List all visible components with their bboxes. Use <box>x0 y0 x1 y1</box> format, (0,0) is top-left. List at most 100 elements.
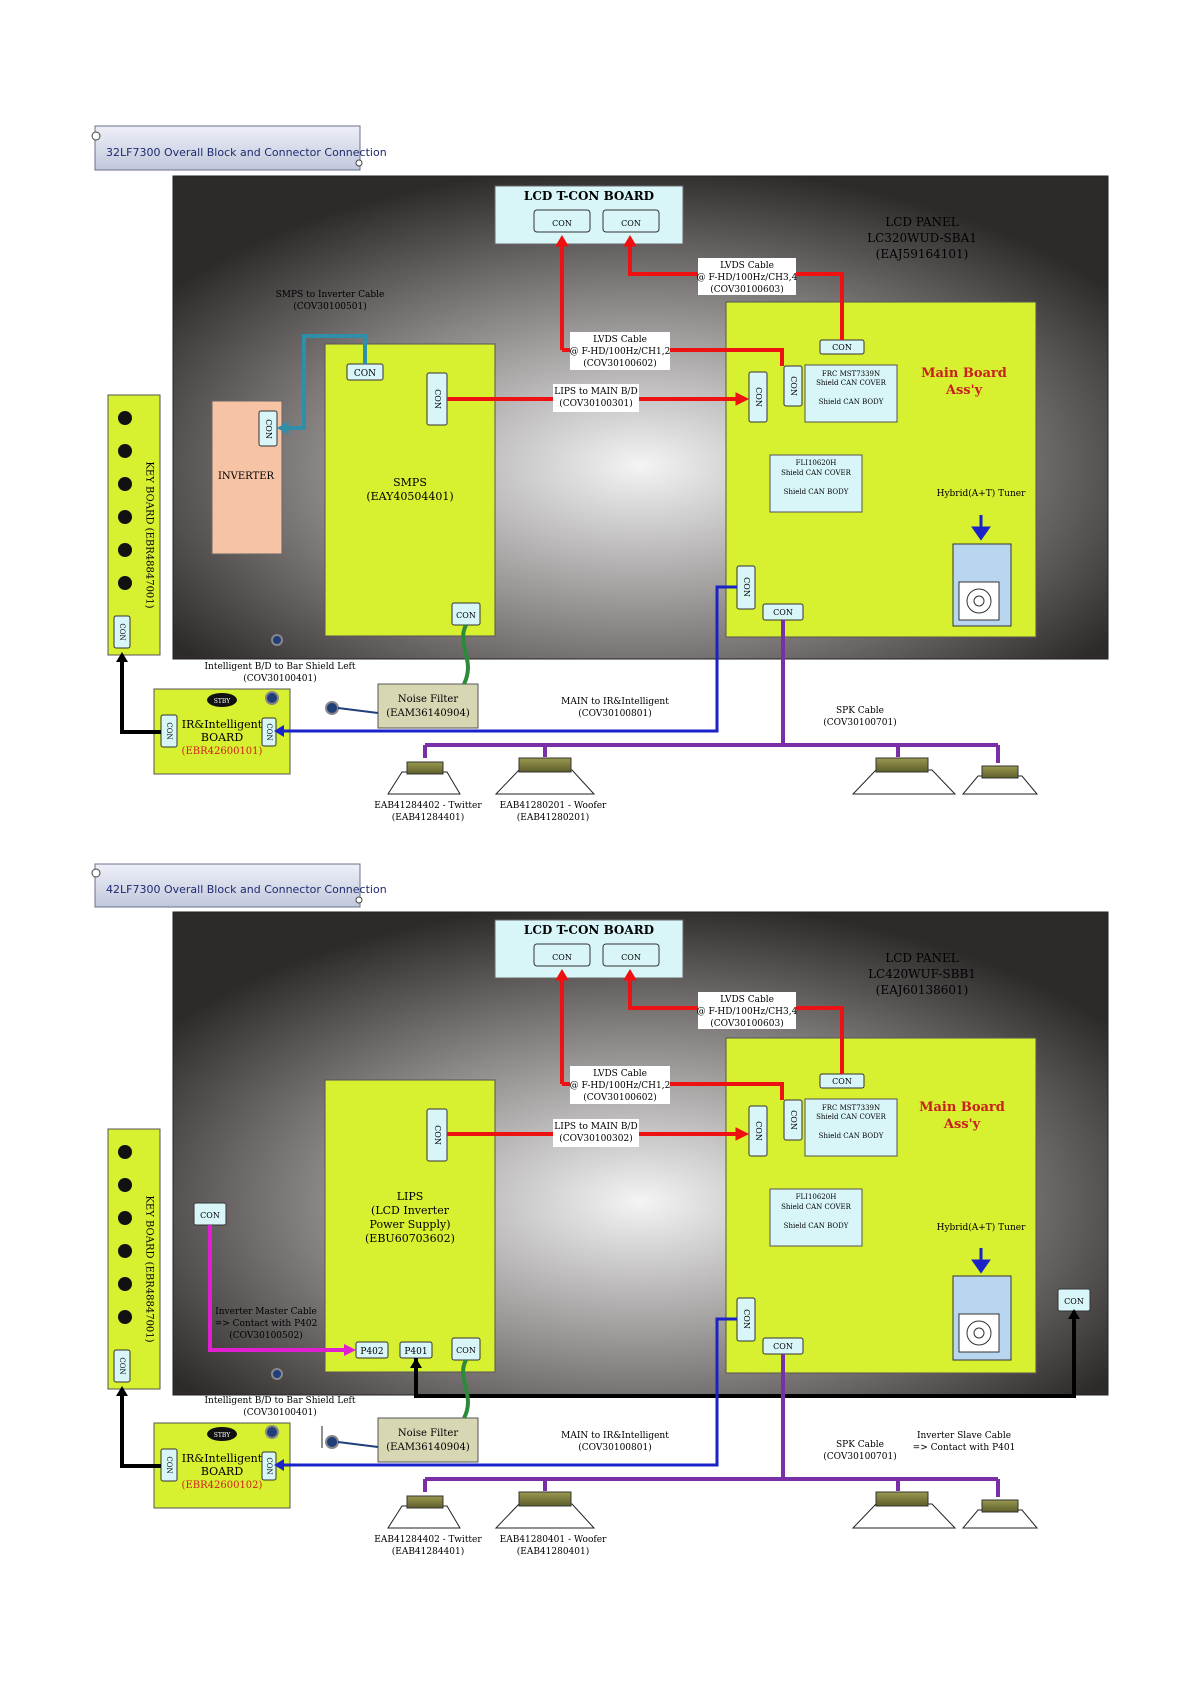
lips-board-label: LIPS (LCD Inverter Power Supply) (EBU607… <box>365 1190 455 1245</box>
panel-label: LCD PANEL LC320WUD-SBA1 (EAJ59164101) <box>867 215 977 261</box>
lvds2-label: LVDS Cable <box>720 995 774 1005</box>
svg-text:@ F-HD/100Hz/CH1,2: @ F-HD/100Hz/CH1,2 <box>570 347 671 357</box>
main-con-lvds: CON <box>754 387 763 407</box>
svg-text:(COV30100301): (COV30100301) <box>559 398 632 409</box>
key-board: KEY BOARD (EBR48847001) CON <box>107 1128 161 1390</box>
power-board-label: SMPS (EAY40504401) <box>366 476 453 503</box>
svg-text:Shield CAN COVER: Shield CAN COVER <box>816 379 887 387</box>
svg-text:Ass'y: Ass'y <box>943 1117 981 1132</box>
svg-text:(COV30100603): (COV30100603) <box>710 1018 783 1029</box>
svg-text:BOARD: BOARD <box>201 1465 244 1478</box>
key-board-con: CON <box>118 1357 126 1374</box>
svg-text:(EBU60703602): (EBU60703602) <box>365 1232 455 1245</box>
svg-text:(EBR42600101): (EBR42600101) <box>182 746 263 757</box>
tuner <box>952 1248 1012 1361</box>
svg-text:(LCD Inverter: (LCD Inverter <box>371 1204 450 1217</box>
tcon-board: LCD T-CON BOARD CON CON <box>494 185 684 245</box>
stby-button[interactable]: STBY <box>214 1432 231 1439</box>
main-con-spk: CON <box>773 1342 793 1351</box>
main-board-title: Main Board Ass'y <box>921 366 1007 398</box>
svg-text:(COV30100801): (COV30100801) <box>578 1442 651 1453</box>
inverter-master-con: CON <box>200 1211 220 1220</box>
svg-text:LC320WUD-SBA1: LC320WUD-SBA1 <box>867 231 977 245</box>
svg-text:Shield CAN BODY: Shield CAN BODY <box>784 1222 849 1230</box>
woofer-label: EAB41280401 - Woofer <box>500 1535 607 1545</box>
main-con-top: CON <box>832 1077 852 1086</box>
svg-text:Noise Filter: Noise Filter <box>398 694 458 705</box>
svg-text:@ F-HD/100Hz/CH3,4: @ F-HD/100Hz/CH3,4 <box>697 1007 798 1017</box>
svg-text:Power Supply): Power Supply) <box>370 1218 451 1231</box>
svg-text:@ F-HD/100Hz/CH3,4: @ F-HD/100Hz/CH3,4 <box>697 273 798 283</box>
svg-text:@ F-HD/100Hz/CH1,2: @ F-HD/100Hz/CH1,2 <box>570 1081 671 1091</box>
svg-text:Ass'y: Ass'y <box>945 383 983 398</box>
shield-label: Intelligent B/D to Bar Shield Left <box>205 662 356 672</box>
svg-text:(COV30100401): (COV30100401) <box>243 673 316 684</box>
noise-filter: Noise Filter (EAM36140904) <box>325 683 479 729</box>
svg-text:=> Contact with P401: => Contact with P401 <box>913 1443 1016 1453</box>
key-board-label: KEY BOARD (EBR48847001) <box>144 461 155 608</box>
svg-text:BOARD: BOARD <box>201 731 244 744</box>
tcon-con-1: CON <box>552 953 572 962</box>
svg-text:(EAB41284401): (EAB41284401) <box>392 812 465 823</box>
tuner-label: Hybrid(A+T) Tuner <box>937 488 1026 499</box>
inverter-cable-label: SMPS to Inverter Cable <box>276 290 385 300</box>
svg-text:(COV30100603): (COV30100603) <box>710 284 783 295</box>
p402-connector: P402 <box>360 1347 383 1357</box>
svg-text:(COV30100302): (COV30100302) <box>559 1133 632 1144</box>
diagram-title: 42LF7300 Overall Block and Connector Con… <box>106 883 387 896</box>
lips-label: LIPS to MAIN B/D <box>554 1122 637 1132</box>
svg-text:=> Contact with P402: => Contact with P402 <box>215 1319 318 1329</box>
fli-chip: FLI10620H <box>796 459 837 467</box>
svg-text:CON: CON <box>165 722 173 739</box>
main-con-lvds2: CON <box>789 376 798 396</box>
svg-text:IR&Intelligent: IR&Intelligent <box>182 1452 263 1465</box>
wires <box>116 969 1080 1497</box>
lips-board <box>324 1079 496 1373</box>
svg-text:Noise Filter: Noise Filter <box>398 1428 458 1439</box>
svg-text:CON: CON <box>265 723 273 740</box>
svg-text:Main Board: Main Board <box>921 366 1007 381</box>
spk-label: SPK Cable <box>836 706 884 716</box>
svg-text:(EAM36140904): (EAM36140904) <box>386 1442 470 1453</box>
svg-text:LIPS: LIPS <box>397 1190 424 1203</box>
svg-text:Main Board: Main Board <box>919 1100 1005 1115</box>
main-ir-label: MAIN to IR&Intelligent <box>561 697 669 707</box>
svg-text:(EAM36140904): (EAM36140904) <box>386 708 470 719</box>
frc-chip: FRC MST7339N <box>822 1104 880 1112</box>
svg-text:LCD T-CON BOARD: LCD T-CON BOARD <box>524 923 654 937</box>
p401-connector: P401 <box>404 1347 427 1357</box>
frc-chip: FRC MST7339N <box>822 370 880 378</box>
main-con-ir: CON <box>742 577 751 597</box>
stby-button[interactable]: STBY <box>214 698 231 705</box>
tcon-con-1: CON <box>552 219 572 228</box>
spk-label: SPK Cable <box>836 1440 884 1450</box>
twitter-label: EAB41284402 - Twitter <box>374 801 482 811</box>
svg-text:Shield CAN COVER: Shield CAN COVER <box>816 1113 887 1121</box>
svg-text:(COV30100501): (COV30100501) <box>293 301 366 312</box>
main-con-ir: CON <box>742 1309 751 1329</box>
svg-text:LC420WUF-SBB1: LC420WUF-SBB1 <box>868 967 976 981</box>
svg-text:(COV30100801): (COV30100801) <box>578 708 651 719</box>
tuner-label: Hybrid(A+T) Tuner <box>937 1222 1026 1233</box>
lips-con-side: CON <box>433 1125 442 1145</box>
svg-text:(EAJ59164101): (EAJ59164101) <box>876 247 969 261</box>
tuner <box>952 515 1012 627</box>
inverter-master-label: Inverter Master Cable <box>215 1307 317 1317</box>
diagram-32lf7300: 32LF7300 Overall Block and Connector Con… <box>91 125 1109 823</box>
speakers <box>387 757 1039 795</box>
panel-label: LCD PANEL LC420WUF-SBB1 (EAJ60138601) <box>868 951 976 997</box>
tcon-con-2: CON <box>621 219 641 228</box>
svg-text:(COV30100701): (COV30100701) <box>823 717 896 728</box>
lips-con-bottom: CON <box>456 1346 476 1355</box>
tcon-con-2: CON <box>621 953 641 962</box>
woofer-label: EAB41280201 - Woofer <box>500 801 607 811</box>
main-con-lvds: CON <box>754 1121 763 1141</box>
diagram-title: 32LF7300 Overall Block and Connector Con… <box>106 146 387 159</box>
tcon-board: LCD T-CON BOARD CON CON <box>494 919 684 979</box>
noise-filter: Noise Filter (EAM36140904) <box>321 1417 479 1463</box>
svg-text:(COV30100602): (COV30100602) <box>583 358 656 369</box>
svg-text:Shield CAN COVER: Shield CAN COVER <box>781 469 852 477</box>
svg-text:Shield CAN BODY: Shield CAN BODY <box>784 488 849 496</box>
svg-text:(EAJ60138601): (EAJ60138601) <box>876 983 969 997</box>
twitter-label: EAB41284402 - Twitter <box>374 1535 482 1545</box>
